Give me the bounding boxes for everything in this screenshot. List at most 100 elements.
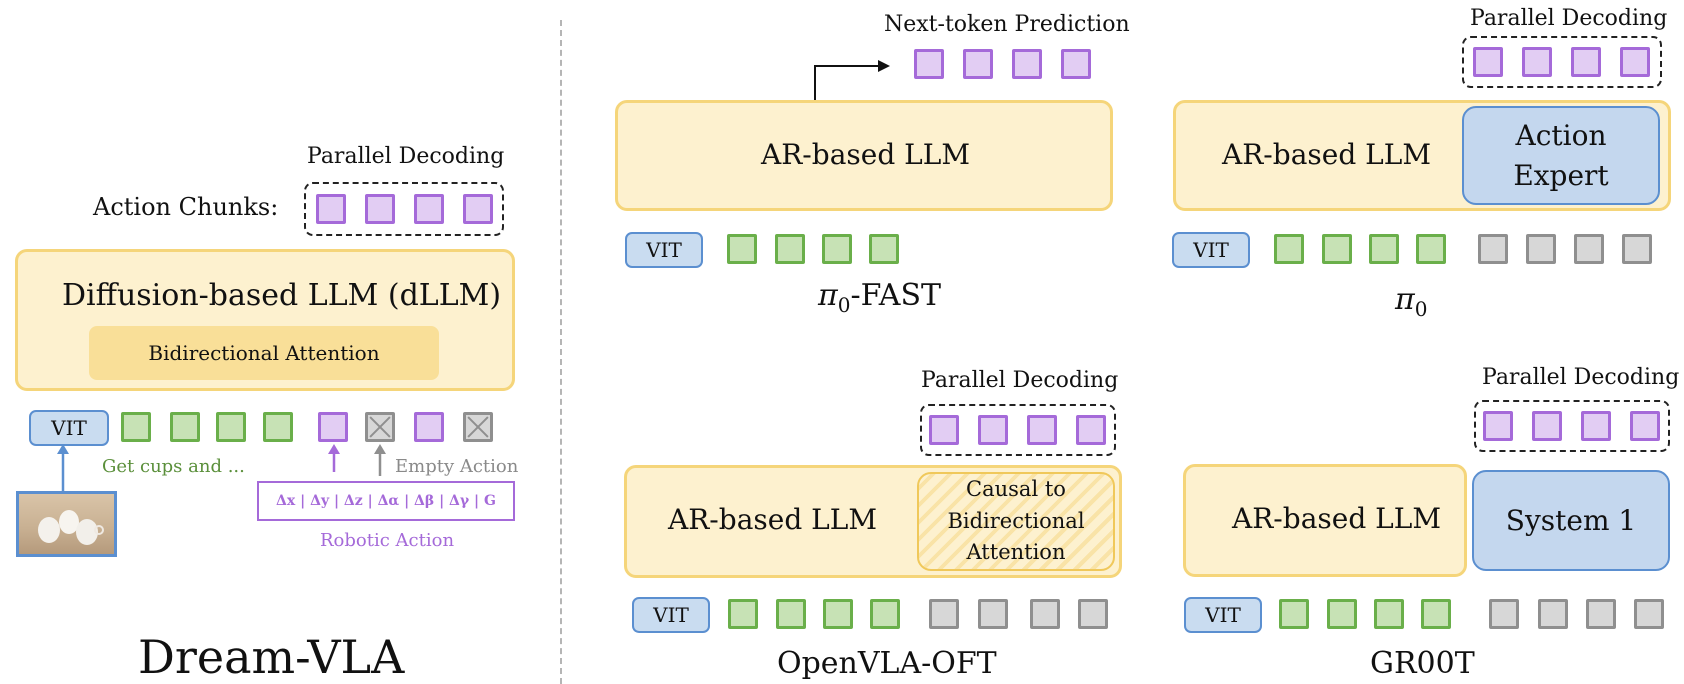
action-token — [978, 415, 1008, 445]
gr00t-action-chunk-group — [1474, 400, 1670, 452]
next-token-prediction-label: Next-token Prediction — [884, 12, 1130, 37]
action-token — [1630, 411, 1660, 441]
arrow-head-icon — [328, 444, 340, 454]
state-token — [1634, 599, 1664, 629]
pi0-action-chunk-group — [1462, 36, 1662, 88]
language-token — [776, 599, 806, 629]
vit-encoder: VIT — [625, 232, 703, 268]
action-token — [1571, 47, 1601, 77]
language-token — [727, 234, 757, 264]
empty-token — [1078, 599, 1108, 629]
language-token — [1327, 599, 1357, 629]
attention-line1: Causal to — [966, 477, 1066, 502]
ar-llm-label: AR-based LLM — [1222, 138, 1432, 171]
state-token — [1489, 599, 1519, 629]
action-expert-line1: Action — [1515, 119, 1607, 153]
action-token — [318, 412, 348, 442]
state-token — [1622, 234, 1652, 264]
action-token — [929, 415, 959, 445]
language-token — [1416, 234, 1446, 264]
action-token — [1483, 411, 1513, 441]
language-token — [1279, 599, 1309, 629]
dllm-label: Diffusion-based LLM (dLLM) — [62, 278, 502, 313]
state-token — [1586, 599, 1616, 629]
action-expert-line2: Expert — [1513, 158, 1609, 192]
robotic-action-label: Robotic Action — [320, 530, 455, 551]
action-token — [414, 194, 444, 224]
openvla-action-chunk-group — [920, 404, 1116, 456]
empty-token — [929, 599, 959, 629]
language-token — [869, 234, 899, 264]
state-token — [1538, 599, 1568, 629]
openvla-oft-title: OpenVLA-OFT — [777, 646, 997, 681]
action-token — [1061, 49, 1091, 79]
action-token — [1076, 415, 1106, 445]
ar-llm-label: AR-based LLM — [668, 503, 878, 536]
title-suffix: -FAST — [850, 278, 942, 313]
robotic-action-dims: Δx | Δy | Δz | Δα | Δβ | Δγ | G — [276, 493, 496, 509]
language-token — [263, 412, 293, 442]
action-token — [365, 194, 395, 224]
ar-llm-label: AR-based LLM — [1232, 502, 1442, 535]
empty-token — [978, 599, 1008, 629]
cups-icon — [38, 510, 104, 545]
action-token — [1473, 47, 1503, 77]
gr00t-title: GR00T — [1370, 646, 1475, 681]
robotic-action-dims-box: Δx | Δy | Δz | Δα | Δβ | Δγ | G — [257, 481, 515, 521]
language-token — [1322, 234, 1352, 264]
pi-subscript: 0 — [837, 293, 851, 317]
language-token — [121, 412, 151, 442]
empty-action-token — [365, 412, 395, 442]
action-token — [1027, 415, 1057, 445]
vit-encoder: VIT — [632, 597, 710, 633]
vit-encoder: VIT — [1184, 597, 1262, 633]
action-token — [1522, 47, 1552, 77]
action-token — [1581, 411, 1611, 441]
ar-llm-block — [1183, 464, 1467, 577]
action-token — [1620, 47, 1650, 77]
gr00t-parallel-decoding-label: Parallel Decoding — [1482, 365, 1680, 390]
dream-arrows — [57, 444, 386, 498]
action-token — [1532, 411, 1562, 441]
attention-line2: Bidirectional — [947, 508, 1085, 533]
language-token — [216, 412, 246, 442]
panel-divider — [560, 20, 562, 684]
action-token — [414, 412, 444, 442]
action-token — [316, 194, 346, 224]
language-token — [170, 412, 200, 442]
pi0-title: π0 — [1395, 282, 1427, 321]
state-token — [1478, 234, 1508, 264]
ar-llm-label: AR-based LLM — [761, 138, 971, 171]
empty-token — [1030, 599, 1060, 629]
vit-label: VIT — [1205, 603, 1241, 627]
language-token — [1274, 234, 1304, 264]
language-token — [728, 599, 758, 629]
dream-action-chunk-group — [304, 182, 504, 236]
action-token — [463, 194, 493, 224]
action-token — [1012, 49, 1042, 79]
vit-label: VIT — [653, 603, 689, 627]
action-token — [914, 49, 944, 79]
instruction-label: Get cups and ... — [102, 456, 245, 477]
vit-label: VIT — [646, 238, 682, 262]
vit-encoder: VIT — [29, 410, 109, 446]
pi0-parallel-decoding-label: Parallel Decoding — [1470, 6, 1668, 31]
system1-block: System 1 — [1472, 470, 1670, 571]
state-token — [1526, 234, 1556, 264]
dream-parallel-decoding-label: Parallel Decoding — [307, 144, 505, 169]
language-token — [1369, 234, 1399, 264]
next-token-arrow — [814, 60, 890, 102]
pi-symbol: π — [818, 278, 838, 313]
dream-vla-title: Dream-VLA — [138, 630, 405, 684]
vit-encoder: VIT — [1172, 232, 1250, 268]
system1-label: System 1 — [1505, 503, 1637, 537]
empty-action-label: Empty Action — [395, 456, 519, 477]
language-token — [823, 599, 853, 629]
pi0-fast-title: π0-FAST — [818, 278, 941, 317]
arrow-head-icon — [878, 60, 890, 72]
action-chunks-label: Action Chunks: — [93, 193, 279, 221]
vit-label: VIT — [1193, 238, 1229, 262]
language-token — [1421, 599, 1451, 629]
